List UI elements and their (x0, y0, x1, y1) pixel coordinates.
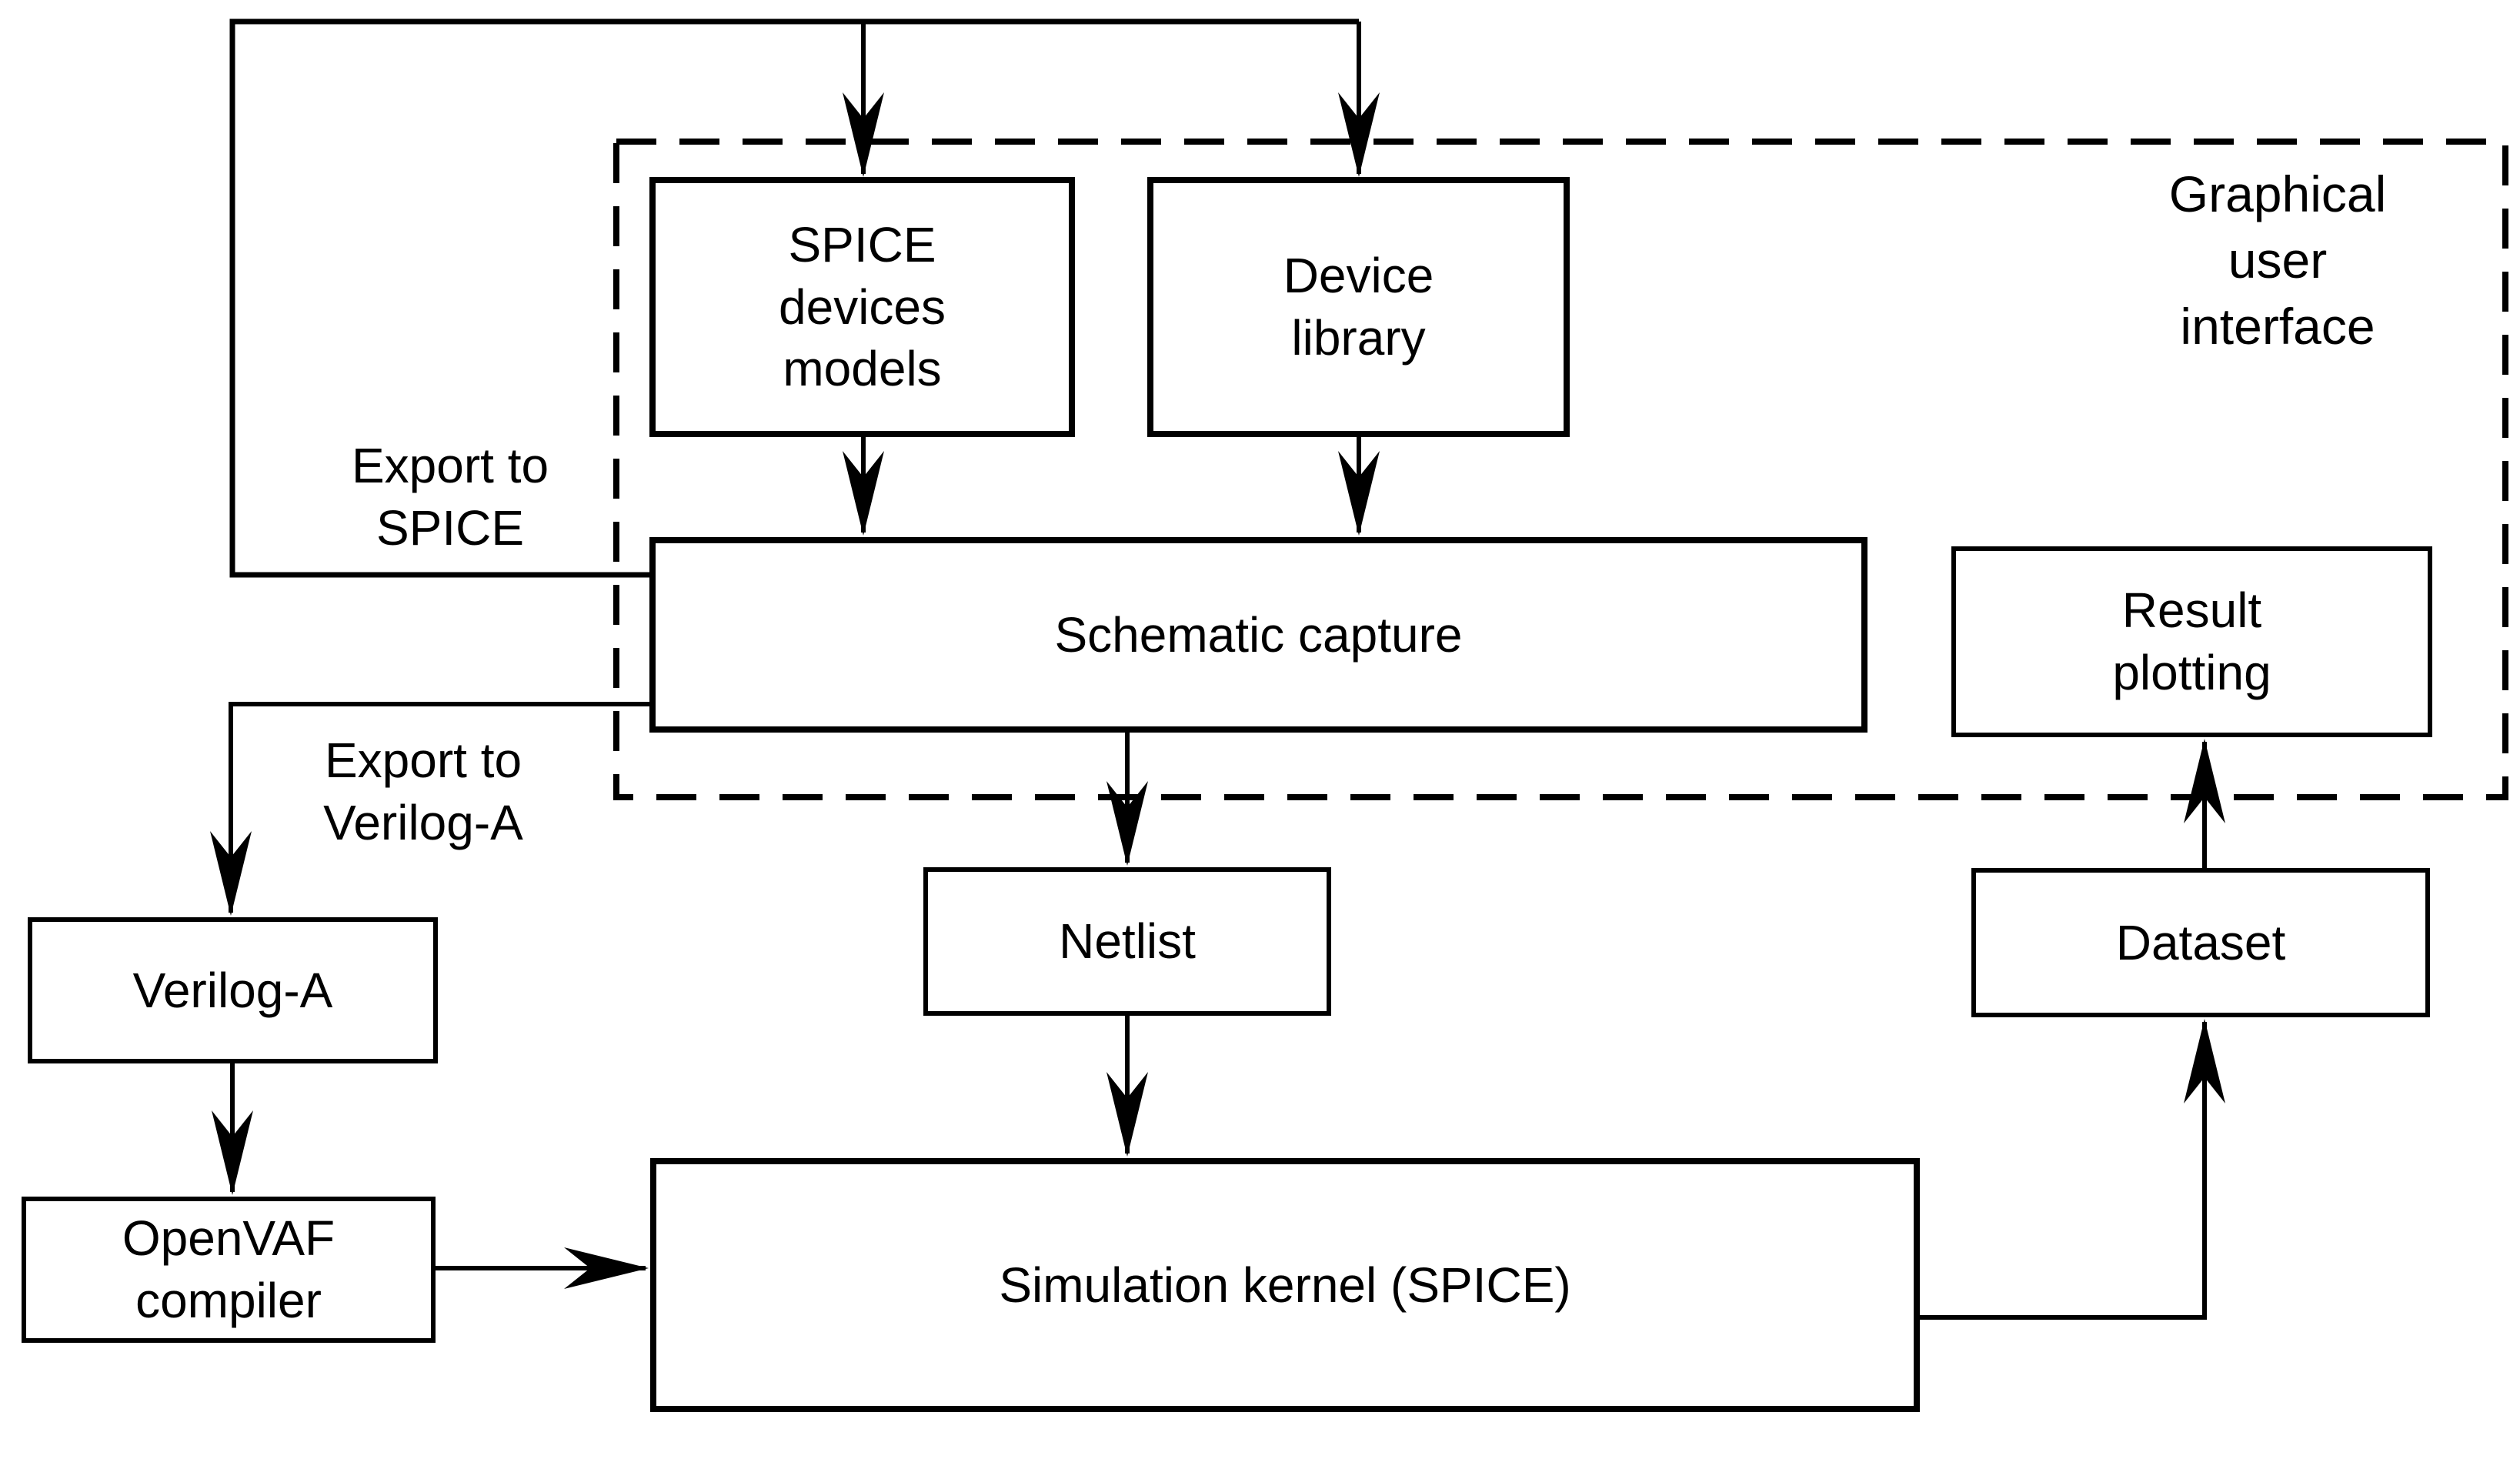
export-to-spice-label: Export to SPICE (351, 438, 549, 556)
gui-dashed-border (613, 139, 2508, 800)
node-openvaf-compiler: OpenVAF compiler (22, 1197, 436, 1343)
node-netlist: Netlist (923, 867, 1331, 1016)
gui-container-label: Graphical user interface (2168, 165, 2387, 355)
arrow-export-to-verilog-a (210, 702, 653, 916)
node-spice-devices-models: SPICE devices models (649, 177, 1075, 437)
node-simulation-kernel: Simulation kernel (SPICE) (650, 1158, 1920, 1412)
node-schematic-capture: Schematic capture (649, 537, 1867, 733)
node-result-plotting: Result plotting (1951, 546, 2432, 737)
connector-export-to-spice-loop (229, 18, 1359, 578)
node-device-library: Device library (1147, 177, 1570, 437)
arrow-kernel-to-dataset (1914, 1019, 2225, 1320)
node-verilog-a: Verilog-A (28, 917, 438, 1063)
node-dataset: Dataset (1971, 868, 2430, 1017)
export-to-verilog-a-label: Export to Verilog-A (323, 733, 523, 850)
